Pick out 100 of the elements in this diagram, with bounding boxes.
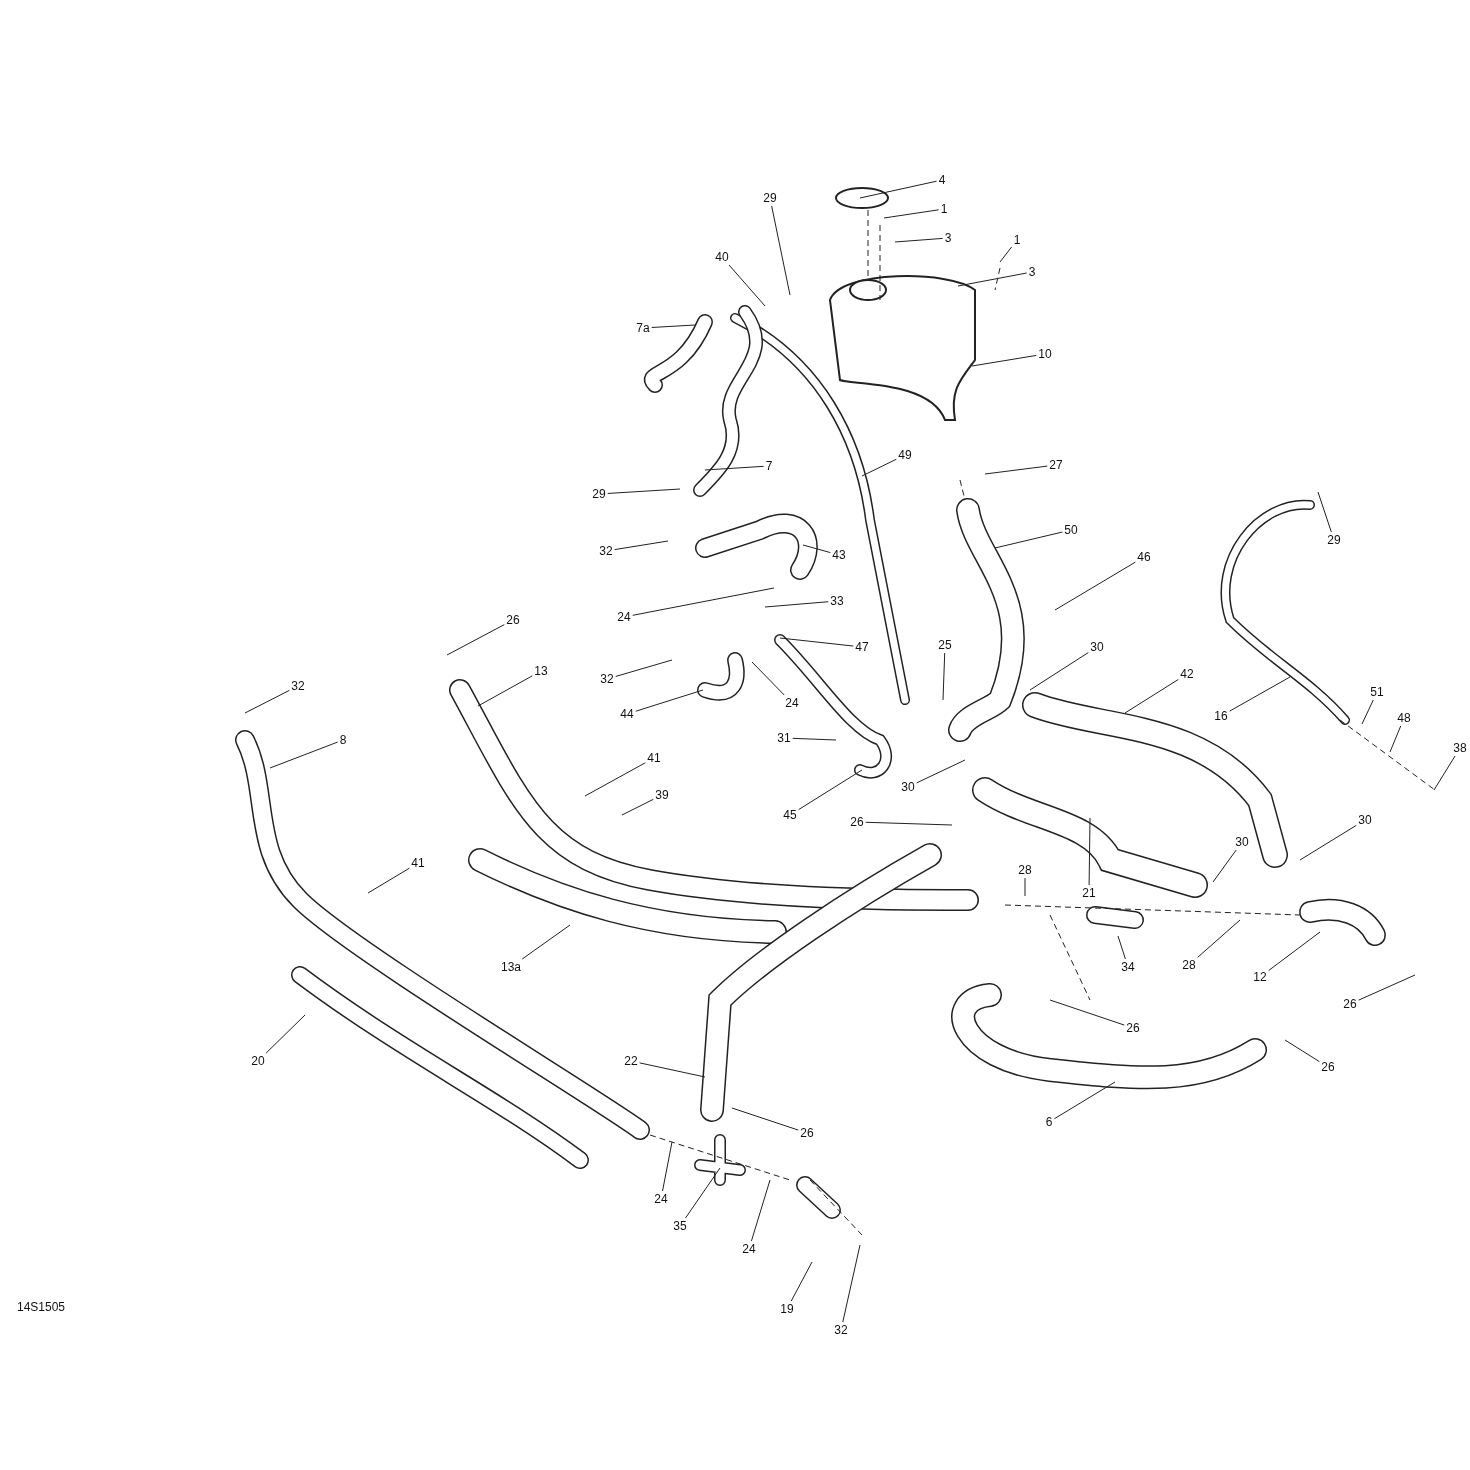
callout-number: 24 — [784, 696, 800, 710]
leader-line — [685, 1167, 721, 1219]
leader-line — [1358, 974, 1416, 1001]
leader-line — [771, 205, 791, 296]
callout-number: 30 — [1234, 835, 1250, 849]
leader-line — [994, 531, 1063, 549]
leader-line — [779, 637, 854, 647]
callout-number: 47 — [854, 640, 870, 654]
callout-number: 22 — [623, 1054, 639, 1068]
leader-line — [764, 601, 829, 608]
leader-line — [1117, 935, 1126, 960]
callout-number: 13 — [533, 664, 549, 678]
callout-number: 45 — [782, 808, 798, 822]
callout-number: 1 — [1012, 233, 1022, 247]
callout-number: 35 — [672, 1219, 688, 1233]
leader-line — [1361, 699, 1374, 725]
leader-line — [446, 624, 505, 656]
callout-number: 26 — [799, 1126, 815, 1140]
leader-line — [477, 675, 533, 707]
callout-number: 28 — [1181, 958, 1197, 972]
leader-line — [999, 246, 1013, 263]
callout-number: 33 — [829, 594, 845, 608]
callout-number: 27 — [1048, 458, 1064, 472]
callout-number: 44 — [619, 707, 635, 721]
callout-number: 26 — [1125, 1021, 1141, 1035]
callout-number: 32 — [599, 672, 615, 686]
callout-number: 32 — [598, 544, 614, 558]
leader-line — [842, 1244, 861, 1323]
leader-line — [802, 544, 831, 554]
callout-number: 10 — [1037, 347, 1053, 361]
callout-number: 7a — [635, 321, 651, 335]
leader-line — [1053, 1081, 1116, 1120]
callout-number: 42 — [1179, 667, 1195, 681]
callout-number: 43 — [831, 548, 847, 562]
leader-line — [971, 354, 1037, 367]
leader-line — [792, 737, 837, 741]
leader-line — [859, 180, 938, 199]
callout-number: 29 — [762, 191, 778, 205]
callout-number: 16 — [1213, 709, 1229, 723]
callout-number: 26 — [849, 815, 865, 829]
leader-line — [751, 661, 785, 696]
leader-line — [1212, 849, 1237, 883]
leader-line — [265, 1014, 306, 1054]
leader-line — [639, 1062, 706, 1078]
callout-number: 50 — [1063, 523, 1079, 537]
callout-number: 24 — [616, 610, 632, 624]
callout-number: 29 — [591, 487, 607, 501]
leader-line — [607, 488, 681, 494]
leader-line — [942, 652, 946, 701]
leader-line — [1389, 725, 1402, 753]
callout-number: 30 — [900, 780, 916, 794]
leader-line — [1124, 678, 1179, 714]
callout-number: 28 — [1017, 863, 1033, 877]
leader-line — [894, 237, 944, 243]
callout-number: 30 — [1357, 813, 1373, 827]
leader-line — [861, 458, 897, 477]
leader-line — [244, 689, 290, 714]
callout-number: 7 — [764, 459, 774, 473]
callout-number: 25 — [937, 638, 953, 652]
leader-line — [798, 769, 863, 811]
callout-number: 31 — [776, 731, 792, 745]
callout-number: 8 — [338, 733, 348, 747]
callout-number: 21 — [1081, 886, 1097, 900]
leader-line — [984, 465, 1048, 475]
leader-line — [865, 821, 953, 826]
leader-line — [1317, 491, 1332, 533]
leader-line — [367, 867, 410, 894]
leader-line — [621, 798, 654, 816]
callout-number: 24 — [653, 1192, 669, 1206]
callout-number: 26 — [1320, 1060, 1336, 1074]
leader-line — [957, 272, 1028, 287]
callout-number: 24 — [741, 1242, 757, 1256]
leader-line — [1197, 919, 1241, 958]
leader-line — [662, 1141, 673, 1192]
leader-line — [1024, 877, 1026, 897]
leader-line — [1088, 817, 1091, 886]
callout-number: 26 — [505, 613, 521, 627]
callout-number: 49 — [897, 448, 913, 462]
leader-line — [916, 759, 966, 784]
drawing-number: 14S1505 — [16, 1300, 67, 1314]
leader-line — [1433, 755, 1456, 791]
leader-line — [614, 540, 669, 551]
leader-line — [1229, 676, 1291, 712]
callout-number: 32 — [290, 679, 306, 693]
callout-number: 40 — [714, 250, 730, 264]
leader-line — [883, 209, 940, 219]
callout-number: 32 — [833, 1323, 849, 1337]
leader-line — [1284, 1039, 1320, 1063]
leader-line — [704, 465, 765, 471]
callout-number: 13a — [500, 960, 522, 974]
callout-number: 39 — [654, 788, 670, 802]
callout-number: 3 — [943, 231, 953, 245]
callout-number: 20 — [250, 1054, 266, 1068]
callout-number: 38 — [1452, 741, 1468, 755]
leader-line — [750, 1179, 771, 1242]
leader-line — [584, 762, 646, 797]
leader-line — [1054, 561, 1136, 611]
callout-number: 46 — [1136, 550, 1152, 564]
callout-number: 19 — [779, 1302, 795, 1316]
callout-number: 3 — [1027, 265, 1037, 279]
